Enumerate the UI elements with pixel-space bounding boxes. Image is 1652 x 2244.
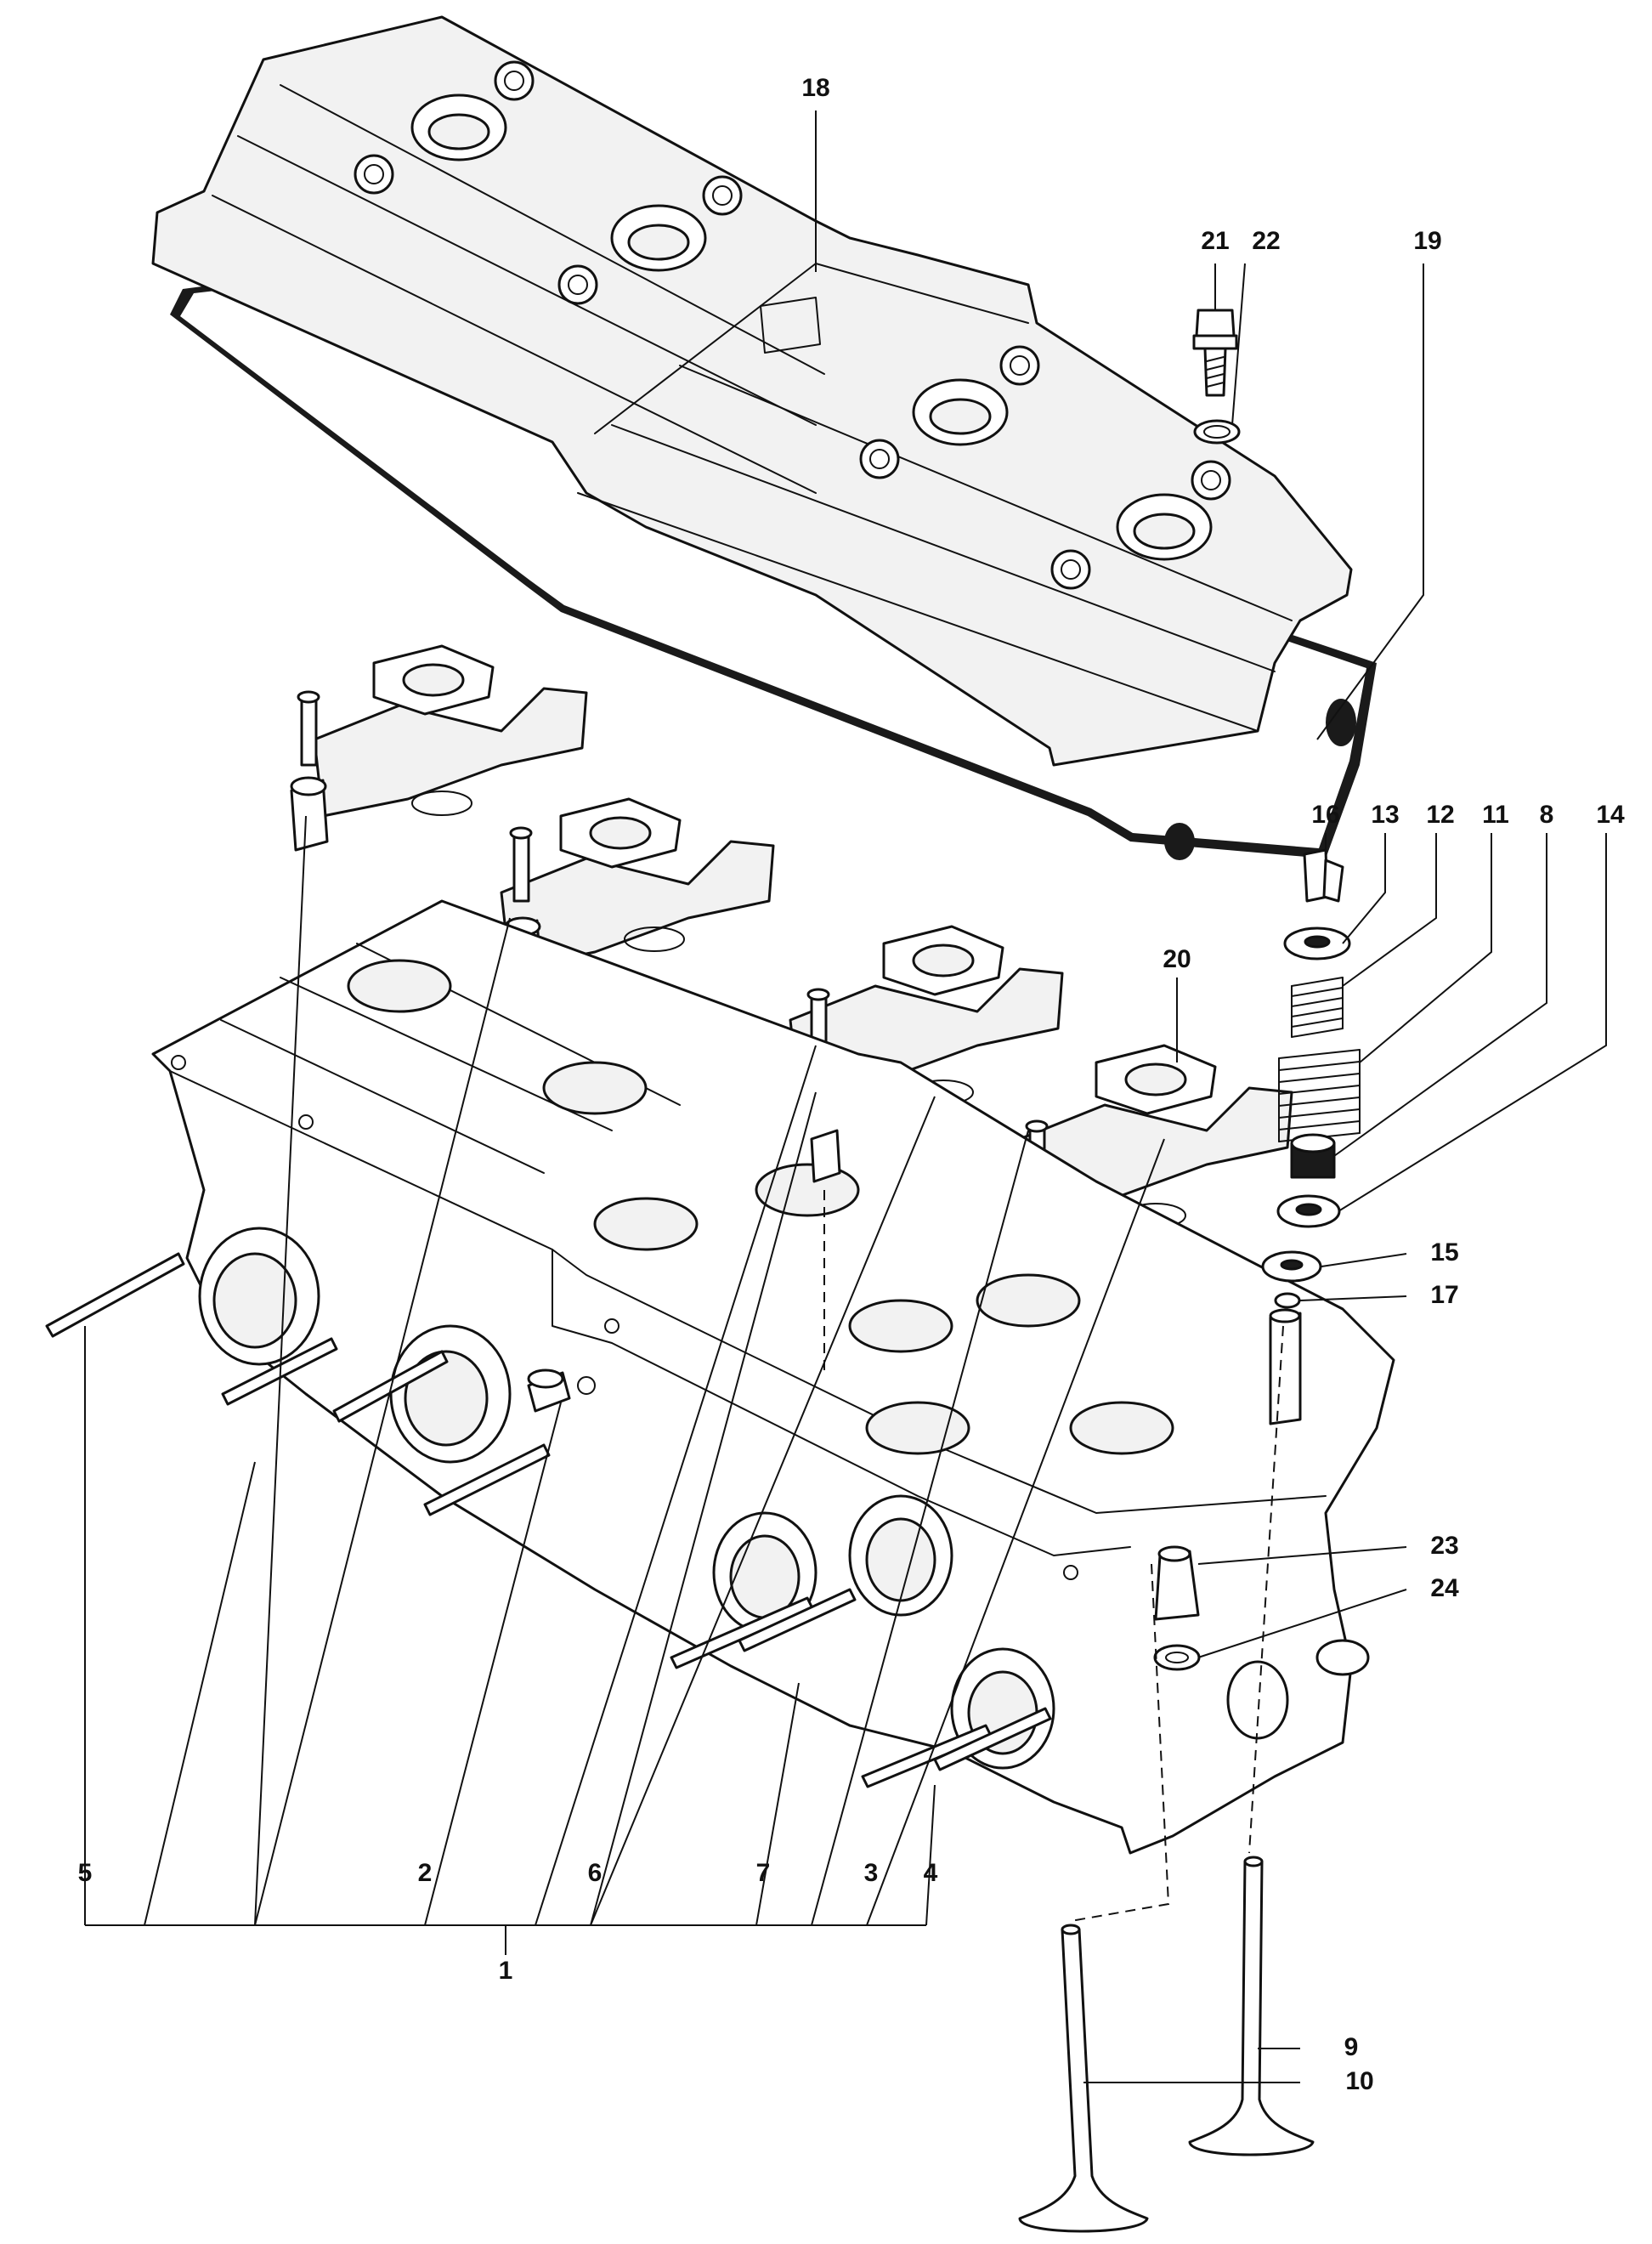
label-9: 9 (1344, 2033, 1359, 2061)
plug-2 (527, 1368, 571, 1413)
cover-washer (1193, 419, 1241, 445)
label-24: 24 (1430, 1574, 1459, 1602)
outer-spring (1278, 1049, 1361, 1142)
label-23: 23 (1430, 1532, 1458, 1560)
dowel-pin-7 (810, 1129, 841, 1183)
exhaust-valve (1188, 1856, 1315, 2156)
label-7: 7 (756, 1859, 771, 1887)
label-14: 14 (1596, 801, 1625, 829)
intake-studs (45, 1252, 551, 1516)
valve-guide (1269, 1308, 1302, 1425)
intake-valve (1018, 1924, 1149, 2233)
label-13: 13 (1371, 801, 1399, 829)
cylinder-head (151, 899, 1395, 1855)
spring-retainer (1283, 926, 1351, 960)
label-22: 22 (1252, 227, 1280, 255)
circlip (1274, 1292, 1301, 1309)
ring-24 (1153, 1644, 1201, 1671)
label-16: 16 (1311, 801, 1339, 829)
exhaust-studs (670, 1588, 1052, 1788)
insert-23 (1154, 1545, 1200, 1621)
cover-bolt (1192, 309, 1238, 397)
label-11: 11 (1482, 801, 1509, 829)
label-4: 4 (924, 1859, 938, 1887)
label-1: 1 (499, 1957, 513, 1985)
label-20: 20 (1163, 945, 1191, 973)
camshaft-cap-1 (290, 644, 588, 852)
shim-washer (1261, 1250, 1322, 1283)
label-15: 15 (1430, 1238, 1458, 1266)
label-6: 6 (588, 1859, 603, 1887)
label-17: 17 (1430, 1281, 1458, 1309)
valve-stem-seal (1290, 1133, 1336, 1179)
valve-cover (151, 15, 1353, 767)
label-12: 12 (1426, 801, 1454, 829)
spring-seat (1276, 1194, 1341, 1228)
inner-spring (1291, 977, 1344, 1038)
valve-cotters (1303, 848, 1344, 903)
label-3: 3 (864, 1859, 879, 1887)
label-8: 8 (1540, 801, 1554, 829)
part-labels: 1 2 3 4 5 6 7 8 9 10 11 12 13 14 15 16 1… (78, 74, 1625, 2095)
leader-lines (84, 110, 1607, 2083)
label-19: 19 (1413, 227, 1441, 255)
label-2: 2 (418, 1859, 433, 1887)
label-5: 5 (78, 1859, 93, 1887)
label-10: 10 (1345, 2067, 1373, 2095)
label-18: 18 (801, 74, 829, 102)
label-21: 21 (1201, 227, 1229, 255)
